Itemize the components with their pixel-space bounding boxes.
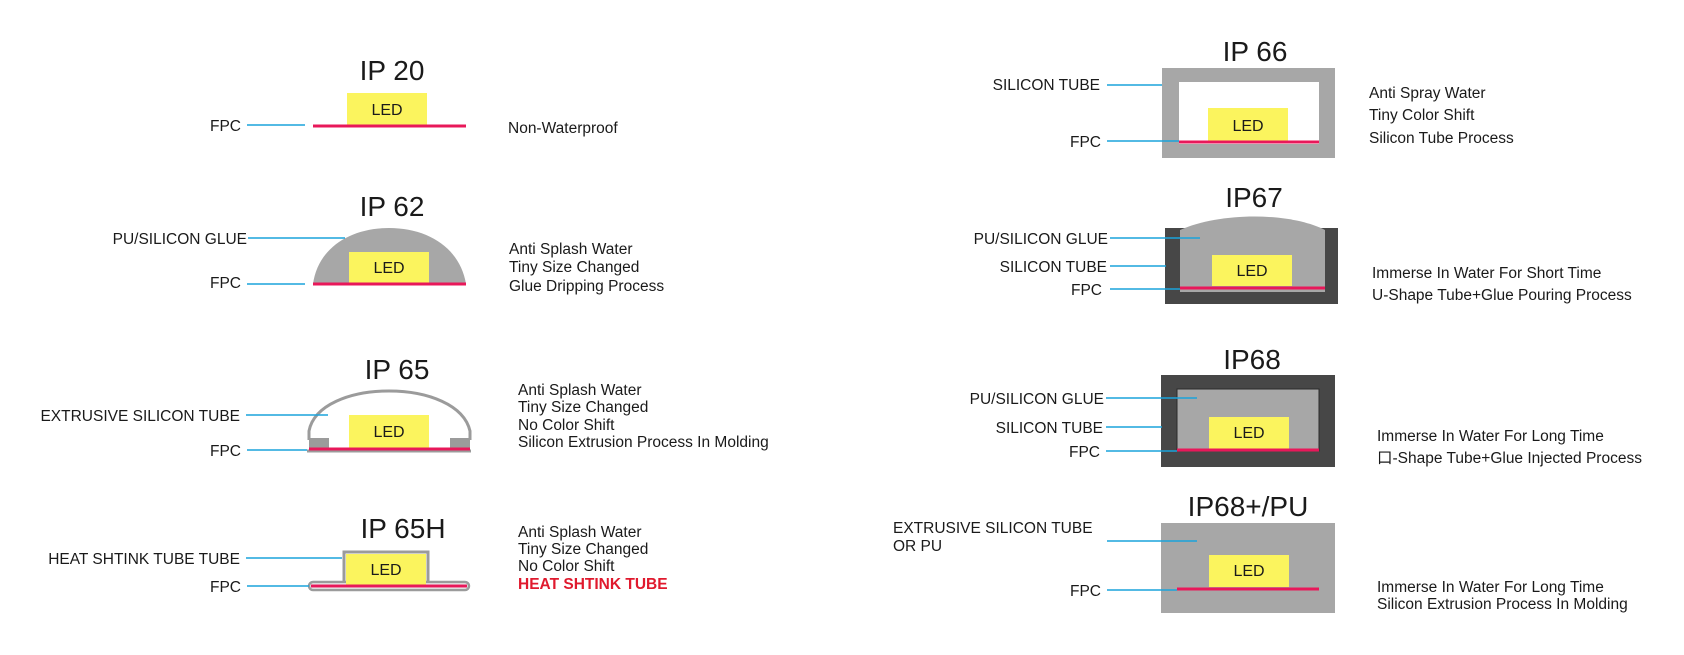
description-highlight: HEAT SHTINK TUBE <box>518 576 668 593</box>
description-line: Tiny Size Changed <box>518 399 648 416</box>
panel-ip65h: IP 65H LED HEAT SHTINK TUBE TUBE FPC Ant… <box>48 513 667 596</box>
description-line: Silicon Extrusion Process In Molding <box>518 434 769 451</box>
description-line: Non-Waterproof <box>508 120 618 137</box>
label-tube: SILICON TUBE <box>996 420 1103 437</box>
label-glue: PU/SILICON GLUE <box>974 231 1108 248</box>
label-fpc: FPC <box>210 275 241 292</box>
panel-title: IP67 <box>1225 182 1283 213</box>
label-tube-or-pu: OR PU <box>893 538 942 555</box>
panel-ip67: IP67 LED PU/SILICON GLUE SILICON TUBE FP… <box>974 182 1632 304</box>
description-line: Silicon Extrusion Process In Molding <box>1377 596 1628 613</box>
panel-ip62: IP 62 LED PU/SILICON GLUE FPC Anti Splas… <box>113 191 665 295</box>
led-label: LED <box>1233 425 1264 442</box>
description-line: Silicon Tube Process <box>1369 130 1514 147</box>
label-fpc: FPC <box>1070 583 1101 600</box>
led-label: LED <box>1236 263 1267 280</box>
label-tube: HEAT SHTINK TUBE TUBE <box>48 551 240 568</box>
description-line: Immerse In Water For Long Time <box>1377 428 1604 445</box>
label-fpc: FPC <box>210 443 241 460</box>
description-line: Tiny Size Changed <box>509 259 639 276</box>
description-line: Anti Splash Water <box>518 524 641 541</box>
description-line: Immerse In Water For Long Time <box>1377 579 1604 596</box>
led-label: LED <box>373 424 404 441</box>
tube-foot-right <box>450 438 470 448</box>
label-glue: PU/SILICON GLUE <box>970 391 1104 408</box>
label-fpc: FPC <box>1071 282 1102 299</box>
panel-title: IP 65 <box>365 354 430 385</box>
description-line: Anti Spray Water <box>1369 85 1486 102</box>
panel-title: IP 66 <box>1223 36 1288 67</box>
panel-ip65: IP 65 EXTRUSIVE SILICON TUBE FPC Anti Sp… <box>40 354 768 460</box>
label-fpc: FPC <box>210 579 241 596</box>
label-fpc: FPC <box>1070 134 1101 151</box>
label-fpc: FPC <box>210 118 241 135</box>
led-chip <box>347 93 427 125</box>
led-chip <box>349 415 429 448</box>
panel-title: IP 62 <box>360 191 425 222</box>
panel-ip68pu: IP68+/PU LED EXTRUSIVE SILICON TUBE OR P… <box>893 491 1628 613</box>
panel-ip68: IP68 LED PU/SILICON GLUE SILICON TUBE FP… <box>970 344 1642 467</box>
label-fpc: FPC <box>1069 444 1100 461</box>
panel-title: IP68 <box>1223 344 1281 375</box>
description-line: Anti Splash Water <box>518 382 641 399</box>
label-tube: SILICON TUBE <box>993 77 1100 94</box>
panel-ip66: IP 66 LED SILICON TUBE FPC Anti Spray Wa… <box>993 36 1514 158</box>
led-chip <box>1212 255 1292 286</box>
label-tube: EXTRUSIVE SILICON TUBE <box>893 520 1093 537</box>
led-chip <box>346 554 426 585</box>
description-line: Immerse In Water For Short Time <box>1372 265 1601 282</box>
panel-title: IP68+/PU <box>1188 491 1309 522</box>
led-chip <box>349 252 429 283</box>
description-line: Anti Splash Water <box>509 241 632 258</box>
led-chip <box>1208 108 1288 141</box>
description-line: Tiny Size Changed <box>518 541 648 558</box>
panel-title: IP 65H <box>360 513 445 544</box>
led-label: LED <box>1233 563 1264 580</box>
led-label: LED <box>370 562 401 579</box>
label-tube: SILICON TUBE <box>1000 259 1107 276</box>
description-line: U-Shape Tube+Glue Pouring Process <box>1372 287 1632 304</box>
led-chip <box>1209 417 1289 450</box>
description-line: No Color Shift <box>518 558 615 575</box>
led-label: LED <box>1232 118 1263 135</box>
description-line: No Color Shift <box>518 417 615 434</box>
led-chip <box>1209 555 1289 587</box>
tube-foot-left <box>309 438 329 448</box>
description-line: 口-Shape Tube+Glue Injected Process <box>1377 450 1642 467</box>
panel-title: IP 20 <box>360 55 425 86</box>
label-glue: PU/SILICON GLUE <box>113 231 247 248</box>
led-label: LED <box>373 260 404 277</box>
label-tube: EXTRUSIVE SILICON TUBE <box>40 408 240 425</box>
panel-ip20: IP 20 LED FPC Non-Waterproof <box>210 55 618 137</box>
description-line: Glue Dripping Process <box>509 278 664 295</box>
description-line: Tiny Color Shift <box>1369 107 1475 124</box>
led-label: LED <box>371 102 402 119</box>
